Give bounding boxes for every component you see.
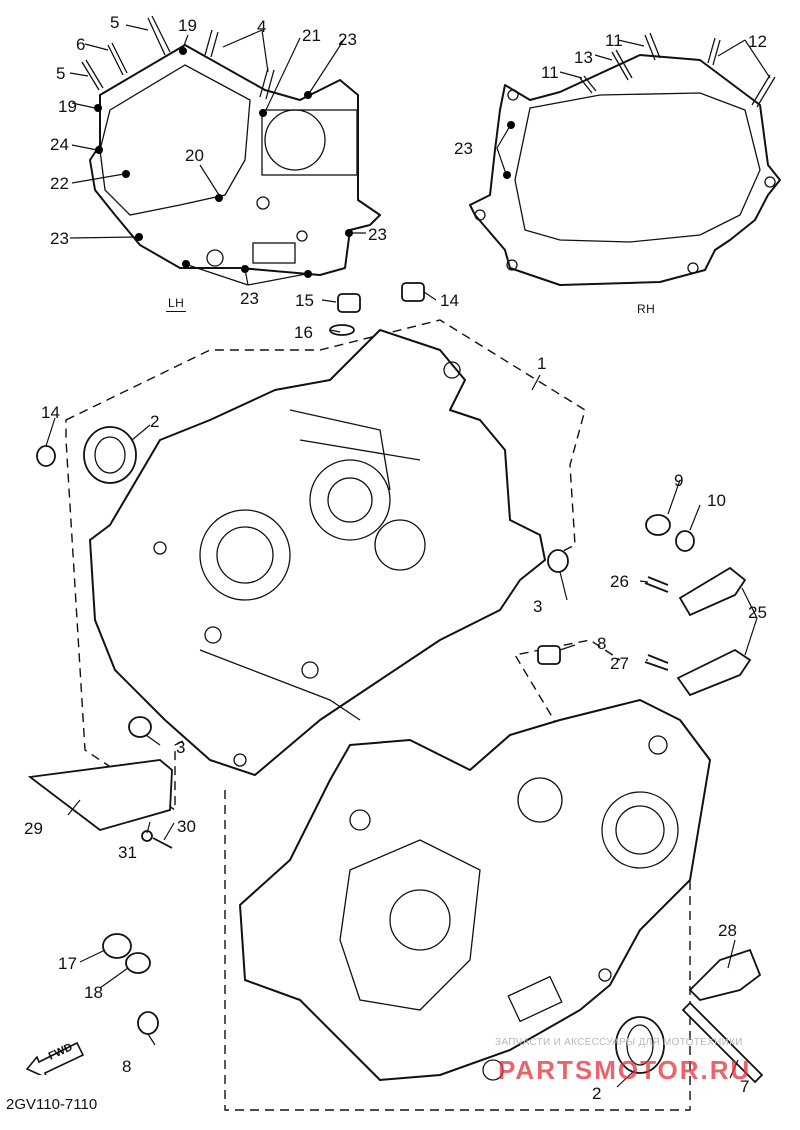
callout-11: 11 [605, 31, 623, 50]
callout-2: 2 [592, 1084, 602, 1103]
callout-10: 10 [707, 491, 726, 510]
callout-19: 19 [178, 16, 197, 35]
callout-29: 29 [24, 819, 43, 838]
diagram-code: 2GV110-7110 [6, 1096, 98, 1113]
callout-1: 1 [537, 354, 547, 373]
callout-8: 8 [122, 1057, 132, 1076]
callout-12: 12 [748, 32, 767, 51]
callout-23: 23 [368, 225, 387, 244]
callout-23: 23 [50, 229, 69, 248]
small-parts [27, 282, 764, 1084]
callout-5: 5 [56, 64, 66, 83]
callout-5: 5 [110, 13, 120, 32]
callout-8: 8 [597, 634, 607, 653]
callout-4: 4 [257, 17, 267, 36]
callout-11: 11 [541, 63, 559, 82]
left-crankcase-half [89, 329, 546, 776]
callout-2: 2 [150, 412, 160, 431]
callout-14: 14 [41, 403, 60, 422]
callout-21: 21 [302, 26, 321, 45]
callout-9: 9 [674, 471, 684, 490]
lh-gasket [81, 15, 381, 278]
callout-27: 27 [610, 654, 629, 673]
side-label-lh: LH [166, 296, 187, 312]
callout-13: 13 [574, 48, 593, 67]
callout-19: 19 [58, 97, 77, 116]
callout-6: 6 [76, 35, 86, 54]
callout-28: 28 [718, 921, 737, 940]
callout-26: 26 [610, 572, 629, 591]
callout-3: 3 [176, 738, 186, 757]
callout-3: 3 [533, 597, 543, 616]
callout-14: 14 [440, 291, 459, 310]
callout-18: 18 [84, 983, 103, 1002]
callout-23: 23 [338, 30, 357, 49]
callout-23: 23 [240, 289, 259, 308]
rh-gasket [469, 32, 781, 286]
callout-31: 31 [118, 843, 137, 862]
callout-17: 17 [58, 954, 77, 973]
callout-20: 20 [185, 146, 204, 165]
side-label-rh: RH [637, 302, 656, 316]
callout-15: 15 [295, 291, 314, 310]
leader-lines [45, 24, 771, 1088]
crankcase-assembly-boundary [65, 319, 586, 812]
callout-16: 16 [294, 323, 313, 342]
right-crankcase-half [239, 699, 711, 1081]
callout-22: 22 [50, 174, 69, 193]
callout-24: 24 [50, 135, 69, 154]
callout-7: 7 [740, 1077, 750, 1096]
callout-30: 30 [177, 817, 196, 836]
watermark-tagline: ЗАПЧАСТИ И АКСЕССУАРЫ ДЛЯ МОТОТЕХНИКИ [495, 1037, 743, 1048]
callout-25: 25 [748, 603, 767, 622]
callout-23: 23 [454, 139, 473, 158]
forward-arrow-icon [25, 1041, 85, 1075]
watermark-brand: PARTSMOTOR.RU [498, 1055, 752, 1085]
